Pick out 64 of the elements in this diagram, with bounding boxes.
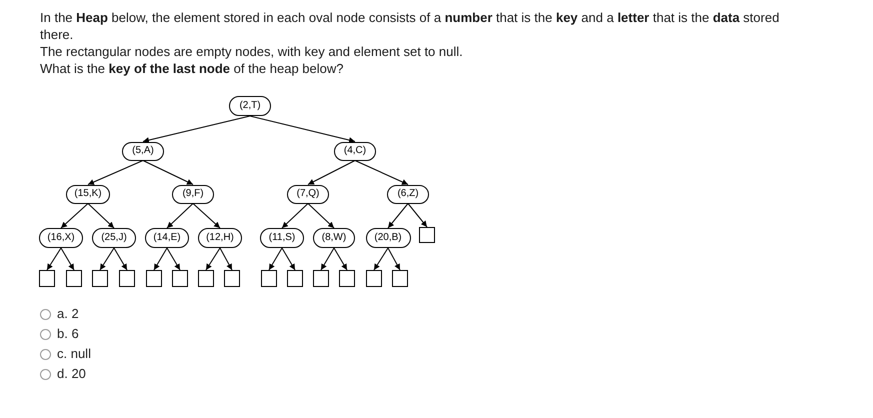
empty-node-box: [261, 270, 277, 287]
answer-option: c. null: [57, 347, 91, 361]
arrow: [308, 203, 334, 228]
heap-node: (6,Z): [387, 184, 429, 204]
arrow: [388, 248, 400, 270]
heap-node: (4,C): [334, 142, 376, 160]
heap-node: (8,W): [313, 228, 355, 248]
arrow: [88, 160, 144, 185]
arrow: [282, 203, 308, 228]
question-text: The rectangular nodes are empty nodes, with key and element set to null.: [40, 43, 464, 60]
empty-node-box: [313, 270, 329, 287]
empty-node-box: [198, 270, 214, 287]
arrow: [320, 248, 334, 270]
empty-node-box: [92, 270, 108, 287]
arrow: [154, 248, 168, 270]
empty-node-box: [366, 270, 382, 287]
heap-node: (14,E): [145, 228, 189, 248]
arrow: [206, 248, 220, 270]
arrow: [250, 116, 356, 143]
empty-node-box: [146, 270, 162, 287]
heap-node: (25,J): [92, 228, 136, 248]
heap-node: (9,F): [172, 184, 214, 204]
arrow: [60, 248, 74, 270]
empty-node-box: [339, 270, 355, 287]
arrow: [114, 248, 128, 270]
arrow: [220, 248, 232, 270]
empty-node-box: [287, 270, 303, 287]
empty-node-box: [66, 270, 82, 287]
arrow: [60, 203, 88, 228]
arrow: [46, 248, 62, 270]
heap-node: (11,S): [260, 228, 304, 248]
arrow: [268, 248, 282, 270]
empty-node-box: [392, 270, 408, 287]
arrow: [100, 248, 114, 270]
heap-node: (20,B): [366, 228, 410, 248]
arrow: [308, 160, 356, 185]
arrow: [408, 203, 428, 228]
empty-node-box: [119, 270, 135, 287]
heap-node: (5,A): [122, 142, 164, 160]
empty-node-box: [419, 227, 435, 243]
answer-option: a. 2: [57, 307, 79, 321]
arrow: [374, 248, 388, 270]
arrow: [282, 248, 296, 270]
empty-node-box: [39, 270, 55, 287]
arrow: [166, 248, 180, 270]
arrow: [88, 203, 114, 228]
heap-node: (15,K): [66, 184, 110, 204]
arrow: [166, 203, 194, 228]
heap-node: (7,Q): [287, 184, 329, 204]
arrow: [142, 160, 194, 185]
heap-node: (16,X): [39, 228, 83, 248]
arrow: [142, 116, 250, 144]
empty-node-box: [224, 270, 240, 287]
heap-node: (2,T): [229, 96, 271, 116]
answer-option: b. 6: [57, 327, 79, 341]
empty-node-box: [172, 270, 188, 287]
arrow: [388, 203, 408, 228]
arrow: [192, 203, 220, 228]
arrow: [354, 160, 408, 185]
question-text: In the Heap below, the element stored in each oval node consists of a number that is the key and a letter that is the data stored there.: [40, 9, 780, 43]
heap-node: (12,H): [198, 228, 242, 248]
arrow: [334, 248, 348, 270]
question-text: What is the key of the last node of the heap below?: [40, 60, 344, 77]
answer-option: d. 20: [57, 367, 86, 381]
